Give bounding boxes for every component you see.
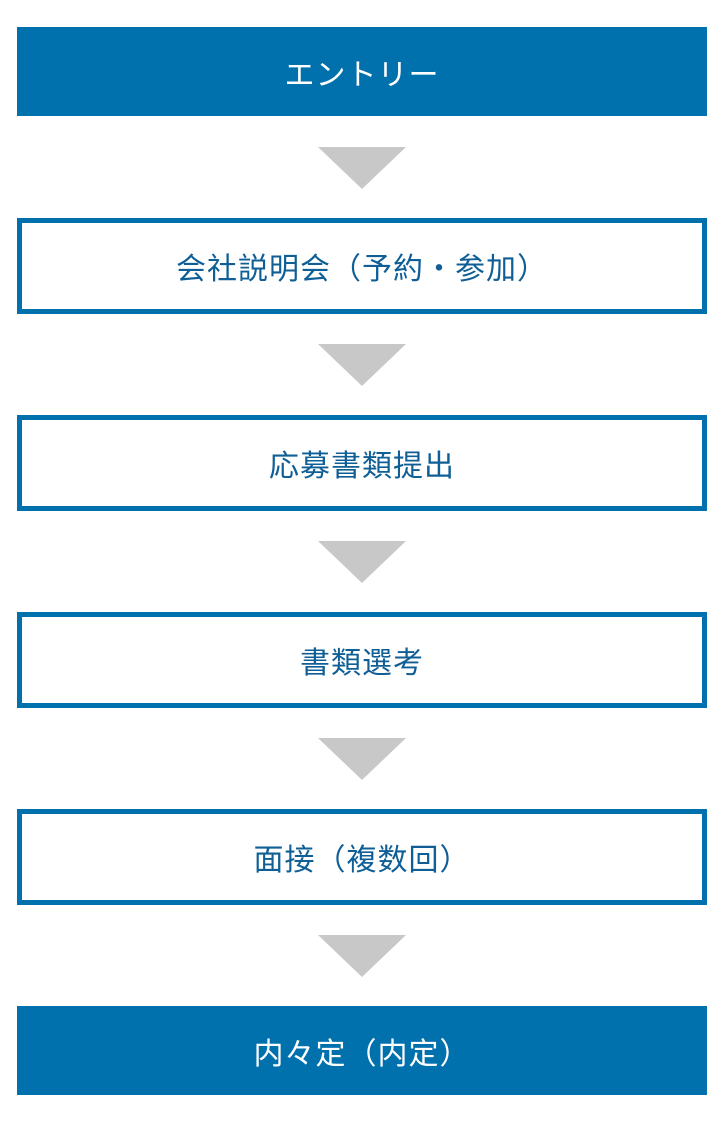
step-document-screening-label: 書類選考 — [300, 646, 424, 681]
down-arrow-icon — [318, 738, 406, 780]
down-arrow-icon — [318, 541, 406, 583]
step-entry: エントリー — [17, 27, 707, 116]
step-application-documents: 応募書類提出 — [17, 415, 707, 511]
step-document-screening: 書類選考 — [17, 612, 707, 708]
step-company-briefing: 会社説明会（予約・参加） — [17, 218, 707, 314]
step-company-briefing-label: 会社説明会（予約・参加） — [176, 252, 548, 287]
down-arrow-icon — [318, 147, 406, 189]
step-informal-offer-label: 内々定（内定） — [253, 1036, 471, 1072]
step-application-documents-label: 応募書類提出 — [269, 449, 455, 484]
step-entry-label: エントリー — [284, 57, 440, 93]
step-interviews: 面接（複数回） — [17, 809, 707, 905]
down-arrow-icon — [318, 344, 406, 386]
step-informal-offer: 内々定（内定） — [17, 1006, 707, 1095]
down-arrow-icon — [318, 935, 406, 977]
step-interviews-label: 面接（複数回） — [253, 843, 471, 878]
